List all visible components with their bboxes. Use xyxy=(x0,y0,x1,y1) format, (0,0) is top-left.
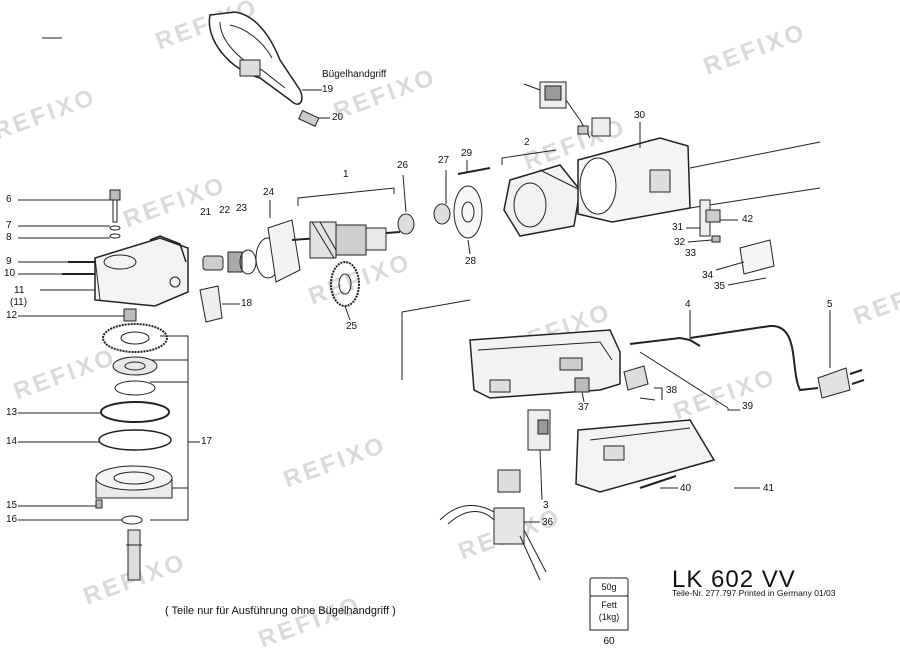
grease-jar-lid: 50g xyxy=(601,582,617,592)
plug xyxy=(817,367,865,399)
part-label: 17 xyxy=(201,436,213,447)
part-label: 25 xyxy=(346,321,358,332)
part-label: 3 xyxy=(543,500,549,511)
part-label: 5 xyxy=(827,299,833,310)
part-label: 21 xyxy=(200,207,212,218)
part-label: 23 xyxy=(236,203,248,214)
part-label: 8 xyxy=(6,232,12,243)
handle-caption: Bügelhandgriff xyxy=(322,69,387,80)
part-label: 18 xyxy=(241,298,253,309)
electronic-module xyxy=(439,469,547,581)
screw-20 xyxy=(298,109,320,127)
part-label: 37 xyxy=(578,402,590,413)
part-label: 1 xyxy=(343,169,349,180)
part-label: 14 xyxy=(6,436,18,447)
part-label: 16 xyxy=(6,514,18,525)
part-label: 33 xyxy=(685,248,697,259)
grease-jar-line1: Fett xyxy=(601,600,617,610)
part-label: 42 xyxy=(742,214,754,225)
part-label: 26 xyxy=(397,160,409,171)
part-number-line: Teile-Nr. 277.797 Printed in Germany 01/… xyxy=(672,588,836,598)
part-label: 10 xyxy=(4,268,16,279)
part-label: 19 xyxy=(322,84,334,95)
part-label: 32 xyxy=(674,237,686,248)
part-label: 15 xyxy=(6,500,18,511)
part-label: 12 xyxy=(6,310,18,321)
armature xyxy=(291,221,401,259)
motor-housing xyxy=(577,137,691,223)
part-label: 35 xyxy=(714,281,726,292)
handle-shell xyxy=(575,419,716,493)
bugel-handle xyxy=(208,11,303,105)
part-label: 38 xyxy=(666,385,678,396)
gear-housing xyxy=(94,235,189,307)
part-label: 6 xyxy=(6,194,12,205)
part-label: 27 xyxy=(438,155,450,166)
part-label: 29 xyxy=(461,148,473,159)
part-label: 39 xyxy=(742,401,754,412)
grease-jar-line2: (1kg) xyxy=(598,612,620,622)
part-label: 22 xyxy=(219,205,231,216)
part-label: 2 xyxy=(524,137,530,148)
part-label: 30 xyxy=(634,110,646,121)
part-label: 24 xyxy=(263,187,275,198)
part-label: 31 xyxy=(672,222,684,233)
grease-jar-number: 60 xyxy=(603,636,615,647)
part-label: 7 xyxy=(6,220,12,231)
footer-note: ( Teile nur für Ausführung ohne Bügelhan… xyxy=(165,605,396,617)
part-label: 36 xyxy=(542,517,554,528)
bearing-flange xyxy=(95,465,173,499)
part-label: 28 xyxy=(465,256,477,267)
part-label: 4 xyxy=(685,299,691,310)
part-label: 20 xyxy=(332,112,344,123)
part-label: 13 xyxy=(6,407,18,418)
part-label: 34 xyxy=(702,270,714,281)
part-label: 40 xyxy=(680,483,692,494)
part-label: 9 xyxy=(6,256,12,267)
part-label: (11) xyxy=(10,297,28,308)
model-name: LK 602 VV xyxy=(672,566,796,593)
part-label: 41 xyxy=(763,483,775,494)
grease-jar xyxy=(589,577,629,631)
stator xyxy=(503,164,581,237)
handle-housing xyxy=(469,329,621,399)
part-label: 11 xyxy=(14,285,25,296)
